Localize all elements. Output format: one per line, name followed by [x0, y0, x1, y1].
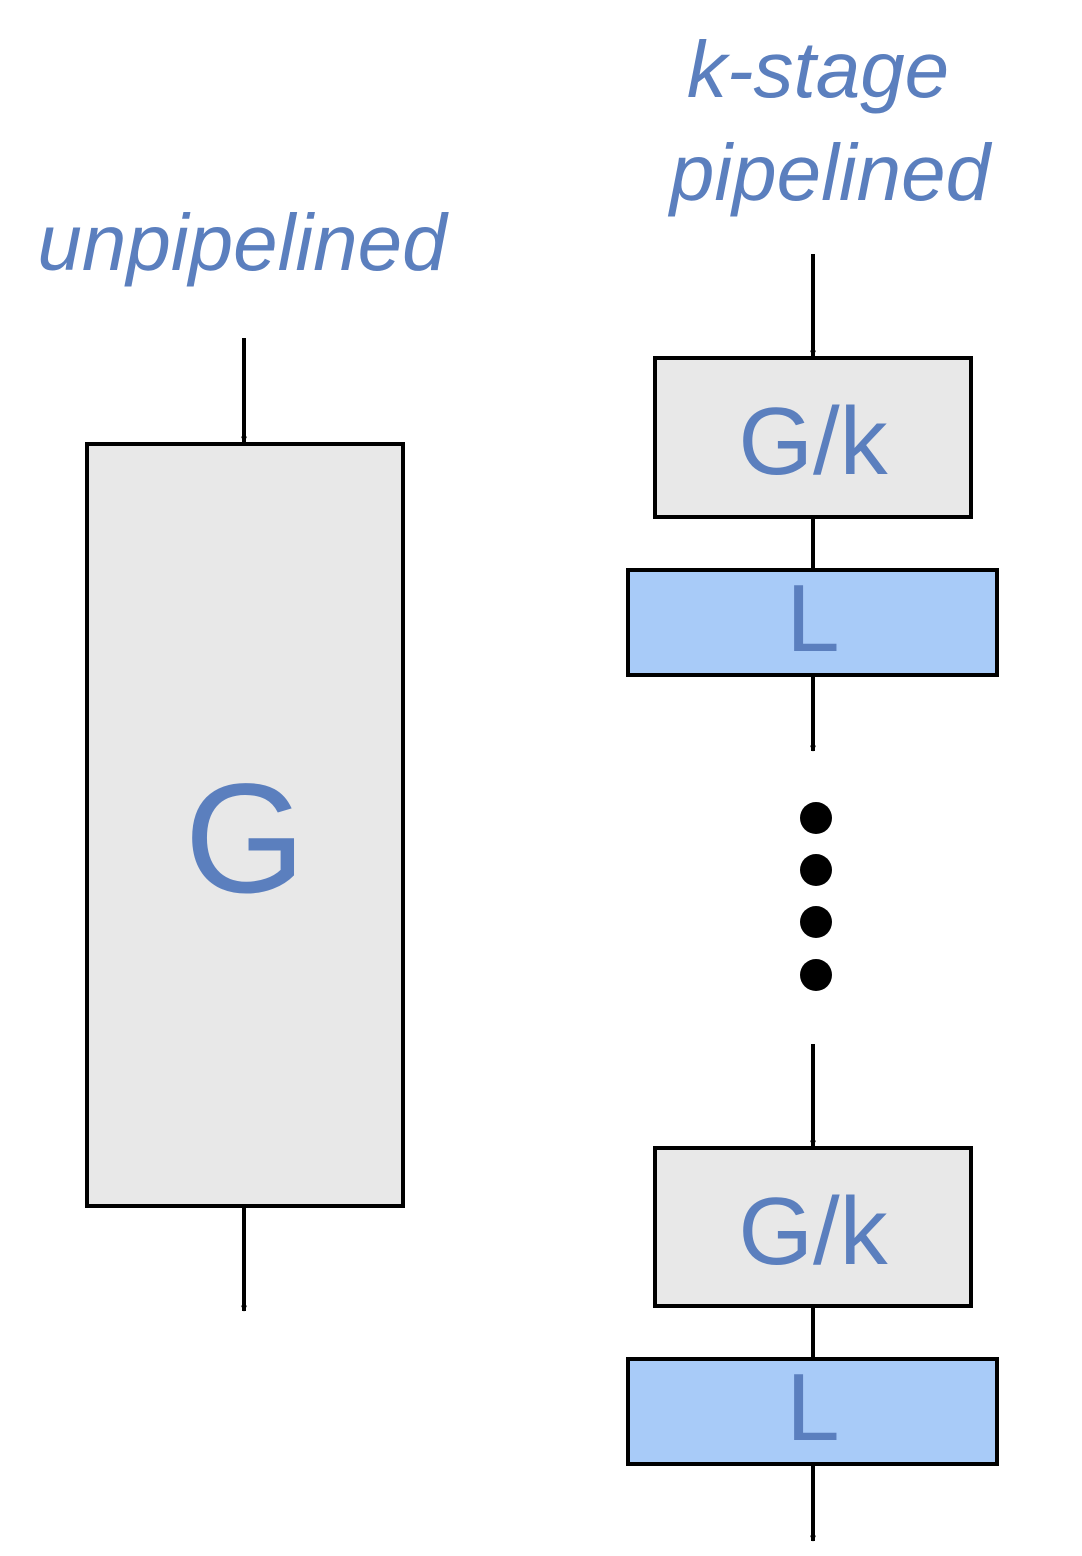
ellipsis-dot — [800, 854, 832, 886]
stage-1-latch-label: L — [786, 565, 839, 672]
stage-1-logic-label: G/k — [738, 388, 888, 495]
pipelined-title-line1: k-stage — [687, 25, 949, 114]
unpipelined-logic-block — [85, 442, 405, 1208]
unpipelined-diagram: G — [85, 338, 405, 1312]
unpipelined-block-label: G — [184, 752, 305, 926]
ellipsis-dot — [800, 959, 832, 991]
unpipelined-title: unpipelined — [37, 198, 449, 287]
stage-k-logic-label: G/k — [738, 1178, 888, 1285]
stage-1-logic-block — [653, 356, 973, 519]
pipelined-title-line2: pipelined — [668, 128, 993, 217]
pipelined-diagram: G/k L G/k L — [626, 254, 999, 1542]
stage-1-latch — [626, 568, 999, 677]
stage-k-latch-label: L — [786, 1354, 839, 1461]
ellipsis-dot — [800, 802, 832, 834]
stage-k-logic-block — [653, 1146, 973, 1308]
ellipsis-dot — [800, 906, 832, 938]
stage-k-latch — [626, 1357, 999, 1466]
